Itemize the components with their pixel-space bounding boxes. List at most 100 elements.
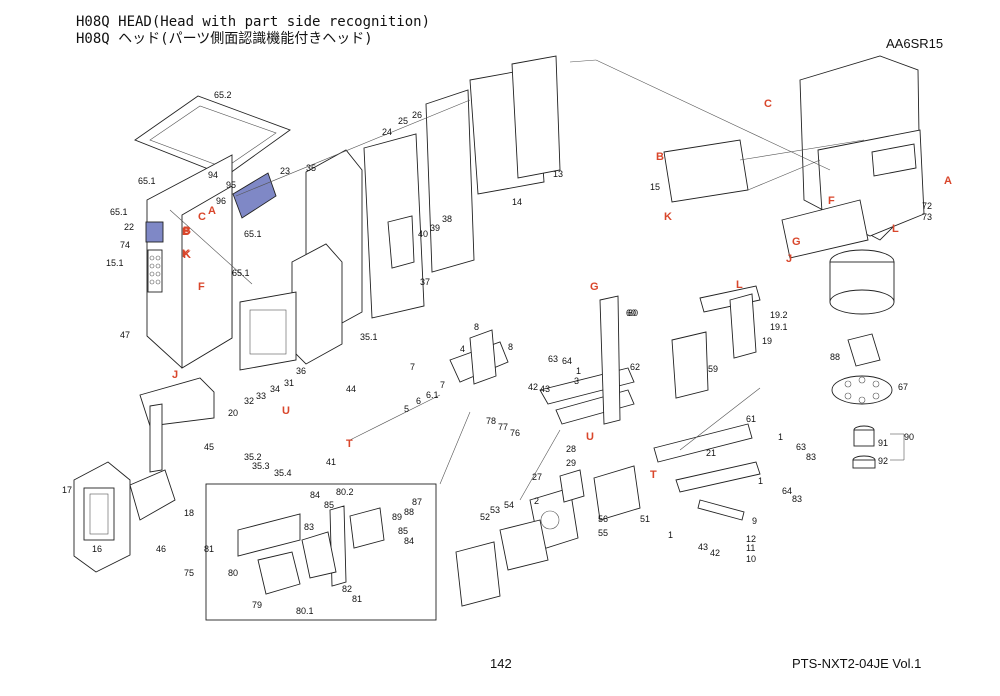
reference-letter: C bbox=[198, 211, 206, 223]
part-label: 42 bbox=[710, 548, 720, 558]
part-label: 6 bbox=[416, 396, 421, 406]
part-label: 83 bbox=[792, 494, 802, 504]
part-label: 65.1 bbox=[110, 207, 128, 217]
part-label: 81 bbox=[352, 594, 362, 604]
part-label: 56 bbox=[598, 514, 608, 524]
highlight-plate-23 bbox=[232, 172, 277, 219]
reference-letter: K bbox=[182, 248, 190, 260]
manual-id: PTS-NXT2-04JE Vol.1 bbox=[792, 656, 922, 671]
part-label: 21 bbox=[706, 448, 716, 458]
reference-letter: G bbox=[590, 281, 599, 293]
part-label: 85 bbox=[398, 526, 408, 536]
part-label: 22 bbox=[124, 222, 134, 232]
part-label: 90 bbox=[904, 432, 914, 442]
part-label: 40 bbox=[418, 229, 428, 239]
part-label: 35 bbox=[306, 163, 316, 173]
part-label: 26 bbox=[412, 110, 422, 120]
part-label: 27 bbox=[532, 472, 542, 482]
part-number-labels: 65.2 65.1 65.1 94 95 96 23 22 74 65.1 15… bbox=[62, 90, 932, 616]
leader-lines bbox=[169, 59, 905, 501]
part-label: 92 bbox=[878, 456, 888, 466]
reference-letter: K bbox=[664, 211, 672, 223]
reference-letter: T bbox=[650, 469, 657, 481]
reference-letter: U bbox=[586, 431, 594, 443]
reference-letter: B bbox=[182, 226, 190, 238]
page-number: 142 bbox=[490, 656, 512, 671]
reference-letter: L bbox=[736, 279, 743, 291]
part-label: 96 bbox=[216, 196, 226, 206]
part-label: 12 bbox=[746, 534, 756, 544]
part-label: 47 bbox=[120, 330, 130, 340]
part-label: 15 bbox=[650, 182, 660, 192]
part-label: 19.2 bbox=[770, 310, 788, 320]
reference-letter: A bbox=[944, 175, 952, 187]
part-label: 59 bbox=[708, 364, 718, 374]
part-label: 36 bbox=[296, 366, 306, 376]
part-label: 94 bbox=[208, 170, 218, 180]
reference-letter: G bbox=[792, 236, 801, 248]
right-mechanism-drawing bbox=[653, 139, 761, 521]
part-label: 2 bbox=[534, 496, 539, 506]
reference-letter: F bbox=[198, 281, 205, 293]
part-label: 52 bbox=[480, 512, 490, 522]
part-label: 61 bbox=[746, 414, 756, 424]
part-label: 1 bbox=[668, 530, 673, 540]
part-label: 80.1 bbox=[296, 606, 314, 616]
reference-letter: B bbox=[183, 225, 191, 237]
part-label: 35.2 bbox=[244, 452, 262, 462]
part-label: 4 bbox=[460, 344, 465, 354]
part-label: 72 bbox=[922, 201, 932, 211]
reference-letter: A bbox=[208, 205, 216, 217]
part-label: 88 bbox=[404, 507, 414, 517]
head-cover-drawing bbox=[73, 95, 291, 573]
part-label: 8 bbox=[474, 322, 479, 332]
part-label: 32 bbox=[244, 396, 254, 406]
part-label: 80 bbox=[628, 308, 638, 318]
part-label: 13 bbox=[553, 169, 563, 179]
part-label: 85 bbox=[324, 500, 334, 510]
part-label: 1 bbox=[758, 476, 763, 486]
reference-letter: J bbox=[172, 369, 178, 381]
center-plates-drawing bbox=[239, 55, 561, 371]
part-label: 42 bbox=[528, 382, 538, 392]
part-label: 54 bbox=[504, 500, 514, 510]
part-label: 44 bbox=[346, 384, 356, 394]
part-label: 20 bbox=[228, 408, 238, 418]
part-label: 10 bbox=[746, 554, 756, 564]
reference-letter: C bbox=[764, 98, 772, 110]
part-label: 15.1 bbox=[106, 258, 124, 268]
reference-letter: F bbox=[828, 195, 835, 207]
part-label: 46 bbox=[156, 544, 166, 554]
part-label: 24 bbox=[382, 127, 392, 137]
part-label: 91 bbox=[878, 438, 888, 448]
part-label: 7 bbox=[410, 362, 415, 372]
part-label: 64 bbox=[562, 356, 572, 366]
reference-letter: K bbox=[183, 249, 191, 261]
part-label: 1 bbox=[576, 366, 581, 376]
part-label: 34 bbox=[270, 384, 280, 394]
part-label: 45 bbox=[204, 442, 214, 452]
part-label: 88 bbox=[830, 352, 840, 362]
part-label: 80.2 bbox=[336, 487, 354, 497]
part-label: 64 bbox=[782, 486, 792, 496]
reference-letter: B bbox=[656, 151, 664, 163]
reference-letter: J bbox=[786, 253, 792, 265]
part-label: 7 bbox=[440, 380, 445, 390]
part-label: 95 bbox=[226, 180, 236, 190]
part-label: 78 bbox=[486, 416, 496, 426]
part-label: 31 bbox=[284, 378, 294, 388]
part-label: 83 bbox=[304, 522, 314, 532]
part-label: 41 bbox=[326, 457, 336, 467]
part-label: 28 bbox=[566, 444, 576, 454]
part-label: 79 bbox=[252, 600, 262, 610]
part-label: 77 bbox=[498, 422, 508, 432]
part-label: 65.2 bbox=[214, 90, 232, 100]
part-label: 81 bbox=[204, 544, 214, 554]
part-label: 11 bbox=[746, 543, 755, 553]
part-label: 73 bbox=[922, 212, 932, 222]
part-label: 67 bbox=[898, 382, 908, 392]
middle-mechanism-drawing bbox=[449, 295, 641, 607]
sub-assembly-75-drawing bbox=[237, 505, 385, 595]
part-label: 82 bbox=[342, 584, 352, 594]
